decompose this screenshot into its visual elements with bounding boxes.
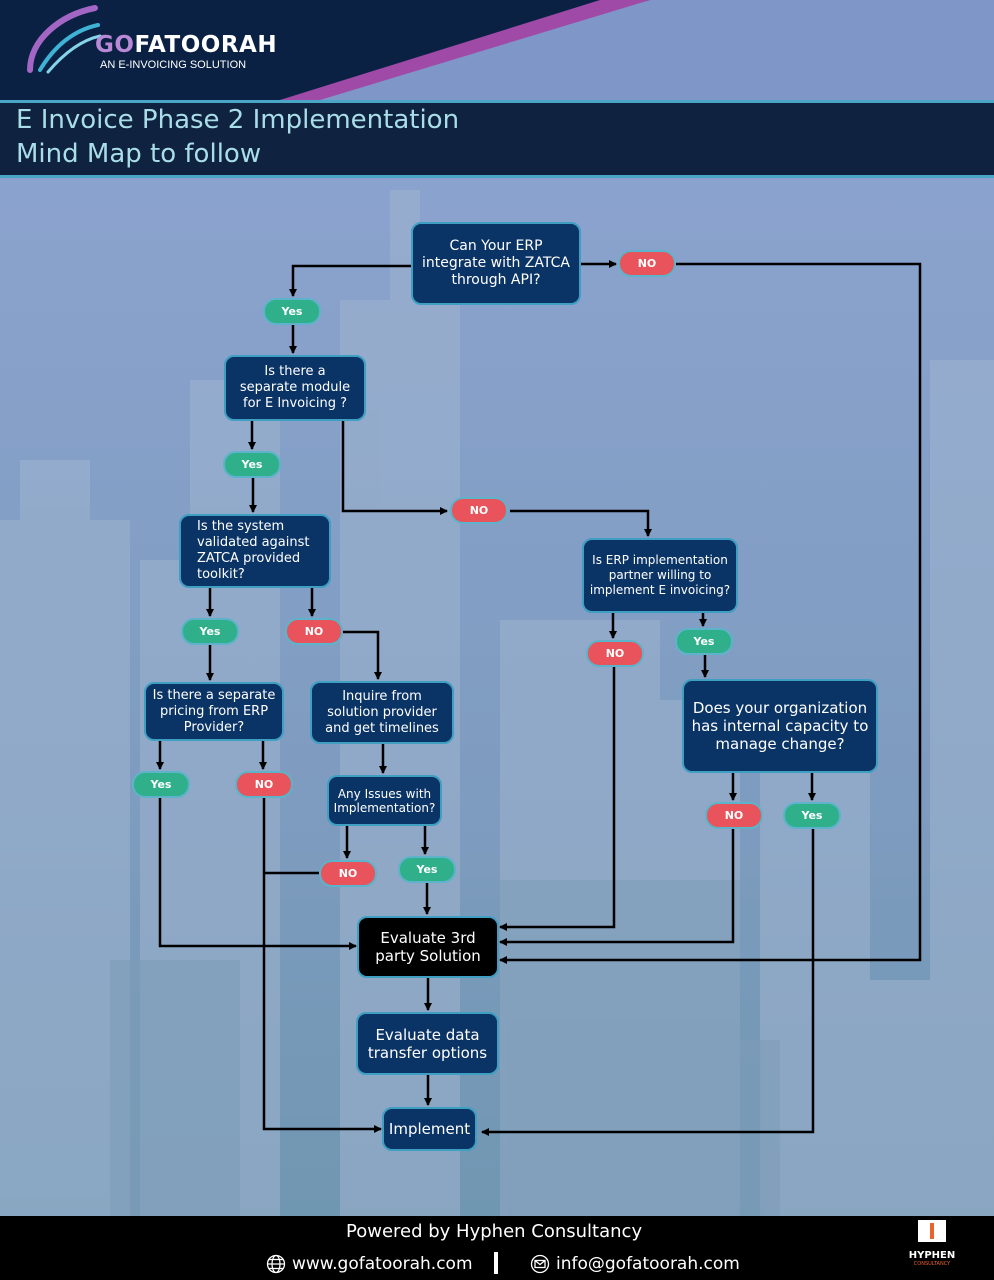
node-capacity: Does your organization has internal capa… [682, 679, 878, 773]
node-evaluate-3rd-party: Evaluate 3rd party Solution [357, 916, 499, 978]
node-evaluate-data-transfer: Evaluate data transfer options [356, 1012, 499, 1075]
gofatoorah-logo-icon [27, 5, 102, 74]
node-validated: Is the system validated against ZATCA pr… [179, 514, 331, 588]
email-text[interactable]: info@gofatoorah.com [556, 1254, 740, 1274]
header-banner: GOFATOORAH AN E-INVOICING SOLUTION [0, 0, 994, 100]
connector [262, 797, 382, 1133]
no-badge-erp-partner: NO [586, 640, 644, 667]
connector [341, 420, 448, 515]
email-link[interactable]: info@gofatoorah.com [530, 1254, 740, 1274]
website-text[interactable]: www.gofatoorah.com [292, 1254, 473, 1274]
no-badge-issues: NO [319, 860, 377, 887]
page-title: E Invoice Phase 2 Implementation Mind Ma… [0, 100, 994, 178]
title-line-1: E Invoice Phase 2 Implementation [16, 105, 460, 135]
powered-by-text: Powered by Hyphen Consultancy [346, 1221, 643, 1242]
footer: Powered by Hyphen Consultancy www.gofato… [0, 1216, 994, 1280]
no-badge-capacity: NO [705, 802, 763, 829]
connector [499, 262, 922, 964]
node-issues: Any Issues with Implementation? [327, 775, 442, 826]
yes-badge-capacity: Yes [783, 802, 841, 829]
connector [499, 666, 616, 931]
brand-name: GOFATOORAH [95, 32, 278, 58]
hyphen-logo-text: HYPHEN [908, 1250, 956, 1261]
title-line-2: Mind Map to follow [16, 139, 262, 169]
mail-icon [530, 1254, 550, 1274]
yes-badge-validated: Yes [181, 618, 239, 645]
brand-tagline: AN E-INVOICING SOLUTION [100, 59, 247, 71]
connector [481, 829, 815, 1136]
node-separate-module: Is there a separate module for E Invoici… [224, 355, 366, 421]
footer-divider [494, 1252, 498, 1274]
node-pricing: Is there a separate pricing from ERP Pro… [144, 682, 284, 741]
header-decoration [0, 0, 650, 100]
node-inquire: Inquire from solution provider and get t… [310, 681, 454, 744]
hyphen-logo: HYPHEN CONSULTANCY [902, 1220, 962, 1267]
connector [510, 509, 652, 537]
node-erp-partner: Is ERP implementation partner willing to… [582, 538, 738, 613]
no-badge-validated: NO [285, 618, 343, 645]
yes-badge-pricing: Yes [132, 771, 190, 798]
connector [289, 264, 412, 297]
website-link[interactable]: www.gofatoorah.com [266, 1254, 473, 1274]
node-implement: Implement [382, 1107, 477, 1151]
no-badge-pricing: NO [235, 771, 293, 798]
hyphen-logo-subtext: CONSULTANCY [913, 1261, 951, 1267]
yes-badge-separate-module: Yes [223, 451, 281, 478]
yes-badge-erp-partner: Yes [675, 628, 733, 655]
no-badge-erp-api: NO [618, 250, 676, 277]
connector [158, 797, 357, 950]
no-badge-separate-module: NO [450, 497, 508, 524]
yes-badge-erp-api: Yes [263, 298, 321, 325]
connector [343, 630, 382, 680]
node-erp-api: Can Your ERP integrate with ZATCA throug… [411, 222, 581, 305]
yes-badge-issues: Yes [398, 856, 456, 883]
connector [499, 829, 735, 946]
hyphen-logo-icon [918, 1220, 946, 1242]
globe-icon [266, 1254, 286, 1274]
